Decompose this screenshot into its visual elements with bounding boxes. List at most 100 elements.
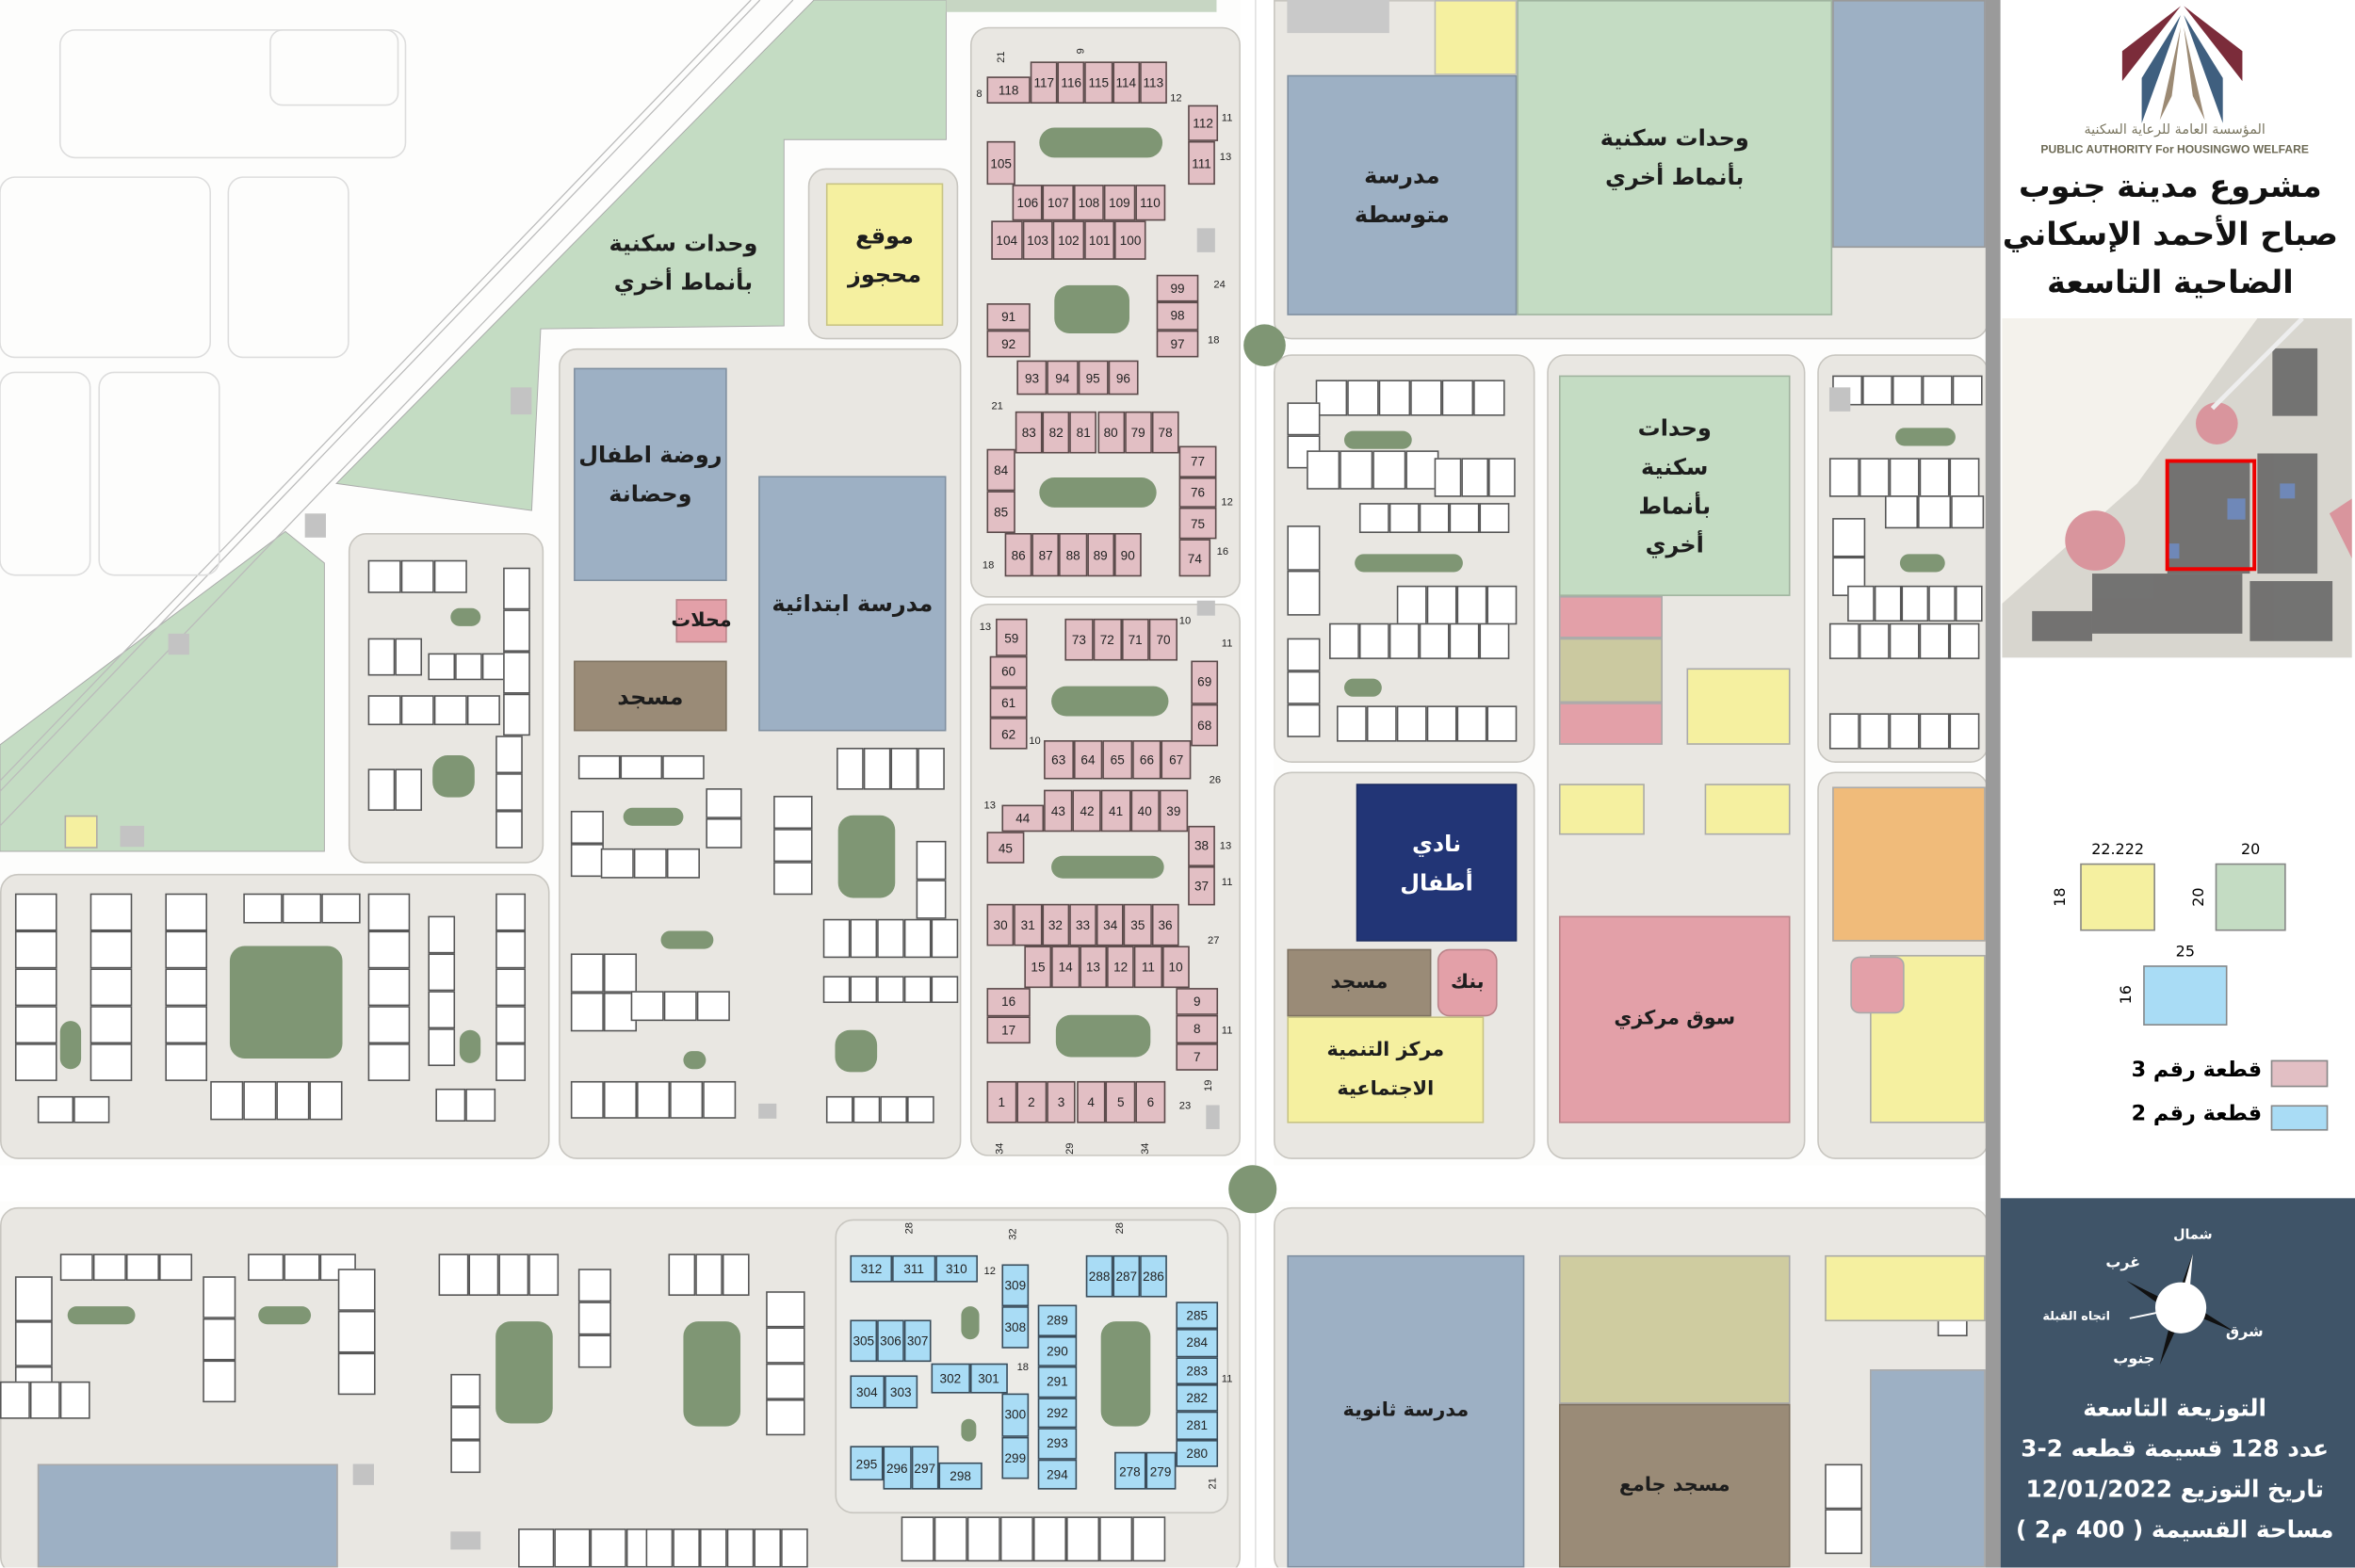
plot-pink[interactable]: 17	[986, 1015, 1031, 1044]
plot-pink[interactable]: 39	[1159, 789, 1189, 832]
plot-pink[interactable]: 86	[1004, 533, 1032, 577]
plot-blue[interactable]: 309	[1001, 1264, 1030, 1307]
plot-pink[interactable]: 44	[1001, 804, 1045, 832]
plot-pink[interactable]: 104	[991, 220, 1023, 260]
plot-blue[interactable]: 304	[850, 1375, 885, 1409]
plot-pink[interactable]: 9	[1176, 988, 1219, 1016]
plot-pink[interactable]: 31	[1014, 903, 1042, 946]
plot-blue[interactable]: 307	[903, 1319, 932, 1363]
plot-pink[interactable]: 70	[1149, 618, 1178, 661]
plot-pink[interactable]: 61	[989, 687, 1028, 719]
plot-pink[interactable]: 101	[1083, 220, 1115, 260]
plot-blue[interactable]: 278	[1114, 1451, 1145, 1490]
plot-blue[interactable]: 293	[1037, 1428, 1078, 1459]
area-grand-mosque[interactable]: مسجد جامع	[1558, 1403, 1791, 1568]
plot-pink[interactable]: 100	[1114, 220, 1146, 260]
plot-pink[interactable]: 10	[1161, 946, 1190, 989]
plot-pink[interactable]: 84	[986, 448, 1015, 492]
plot-pink[interactable]: 66	[1131, 740, 1162, 780]
plot-pink[interactable]: 95	[1077, 360, 1109, 396]
plot-pink[interactable]: 62	[989, 718, 1028, 750]
plot-pink[interactable]: 30	[986, 903, 1015, 946]
area-bank[interactable]: بنك	[1437, 948, 1498, 1017]
plot-blue[interactable]: 290	[1037, 1335, 1078, 1366]
plot-blue[interactable]: 300	[1001, 1393, 1030, 1437]
plot-pink[interactable]: 99	[1156, 274, 1199, 302]
plot-pink[interactable]: 69	[1191, 660, 1219, 703]
plot-blue[interactable]: 310	[934, 1254, 978, 1283]
plot-pink[interactable]: 110	[1134, 185, 1166, 221]
plot-blue[interactable]: 301	[969, 1363, 1008, 1394]
plot-blue[interactable]: 291	[1037, 1366, 1078, 1398]
plot-pink[interactable]: 103	[1022, 220, 1053, 260]
plot-pink[interactable]: 75	[1178, 508, 1217, 540]
plot-pink[interactable]: 105	[986, 140, 1015, 186]
plot-pink[interactable]: 118	[986, 76, 1031, 105]
plot-pink[interactable]: 6	[1135, 1080, 1166, 1123]
plot-pink[interactable]: 76	[1178, 477, 1217, 509]
plot-pink[interactable]: 2	[1016, 1080, 1047, 1123]
area-mosque-2[interactable]: مسجد	[1287, 948, 1432, 1017]
plot-blue[interactable]: 296	[883, 1446, 911, 1490]
plot-pink[interactable]: 32	[1041, 903, 1069, 946]
plot-pink[interactable]: 116	[1057, 61, 1085, 105]
plot-pink[interactable]: 102	[1052, 220, 1084, 260]
plot-pink[interactable]: 85	[986, 491, 1015, 534]
plot-pink[interactable]: 77	[1178, 445, 1217, 477]
plot-blue[interactable]: 305	[850, 1319, 878, 1363]
plot-blue[interactable]: 302	[931, 1363, 970, 1394]
plot-pink[interactable]: 98	[1156, 301, 1199, 331]
plot-pink[interactable]: 88	[1059, 533, 1087, 577]
area-residential-other-3[interactable]: وحدات سكنية بأنماط أخري	[1558, 375, 1791, 596]
plot-pink[interactable]: 43	[1044, 789, 1073, 832]
plot-pink[interactable]: 117	[1030, 61, 1058, 105]
plot-pink[interactable]: 63	[1044, 740, 1074, 780]
plot-pink[interactable]: 107	[1043, 185, 1074, 221]
plot-blue[interactable]: 292	[1037, 1397, 1078, 1429]
area-middle-school[interactable]: مدرسة متوسطة	[1287, 74, 1518, 315]
plot-pink[interactable]: 13	[1079, 946, 1108, 989]
plot-pink[interactable]: 108	[1073, 185, 1105, 221]
plot-blue[interactable]: 303	[884, 1375, 918, 1409]
plot-pink[interactable]: 81	[1069, 411, 1097, 454]
plot-blue[interactable]: 284	[1176, 1329, 1219, 1357]
plot-pink[interactable]: 67	[1161, 740, 1192, 780]
plot-pink[interactable]: 92	[986, 330, 1031, 358]
plot-blue[interactable]: 281	[1176, 1412, 1219, 1440]
plot-pink[interactable]: 97	[1156, 330, 1199, 358]
plot-pink[interactable]: 78	[1151, 411, 1179, 454]
plot-pink[interactable]: 109	[1104, 185, 1135, 221]
plot-pink[interactable]: 93	[1016, 360, 1048, 396]
plot-pink[interactable]: 80	[1096, 411, 1125, 454]
plot-pink[interactable]: 7	[1176, 1043, 1219, 1071]
plot-pink[interactable]: 65	[1102, 740, 1132, 780]
plot-pink[interactable]: 94	[1047, 360, 1078, 396]
area-kids-club[interactable]: نادي أطفال	[1356, 784, 1518, 942]
plot-pink[interactable]: 87	[1031, 533, 1060, 577]
area-social-center[interactable]: مركز التنمية الاجتماعية	[1287, 1016, 1485, 1123]
plot-pink[interactable]: 96	[1108, 360, 1139, 396]
plot-pink[interactable]: 68	[1191, 703, 1219, 747]
plot-pink[interactable]: 37	[1188, 865, 1215, 906]
plot-pink[interactable]: 5	[1105, 1080, 1136, 1123]
plot-blue[interactable]: 312	[850, 1254, 893, 1283]
plot-pink[interactable]: 41	[1101, 789, 1130, 832]
plot-blue[interactable]: 279	[1145, 1451, 1177, 1490]
plot-pink[interactable]: 71	[1121, 618, 1150, 661]
area-mosque-1[interactable]: مسجد	[574, 660, 727, 732]
area-reserved-site[interactable]: موقع محجوز	[825, 183, 944, 326]
plot-blue[interactable]: 282	[1176, 1384, 1219, 1413]
plot-pink[interactable]: 79	[1124, 411, 1152, 454]
plot-pink[interactable]: 40	[1129, 789, 1160, 832]
plot-pink[interactable]: 8	[1176, 1015, 1219, 1043]
plot-pink[interactable]: 73	[1064, 618, 1094, 661]
area-shops[interactable]: محلات	[671, 599, 732, 643]
plot-pink[interactable]: 83	[1015, 411, 1043, 454]
plot-blue[interactable]: 283	[1176, 1356, 1219, 1385]
plot-blue[interactable]: 299	[1001, 1436, 1030, 1479]
plot-pink[interactable]: 90	[1113, 533, 1142, 577]
area-secondary-school[interactable]: مدرسة ثانوية	[1287, 1254, 1525, 1568]
area-residential-other-2[interactable]: وحدات سكنية بأنماط أخري	[1517, 0, 1833, 315]
plot-blue[interactable]: 288	[1085, 1254, 1113, 1298]
plot-pink[interactable]: 91	[986, 303, 1031, 331]
